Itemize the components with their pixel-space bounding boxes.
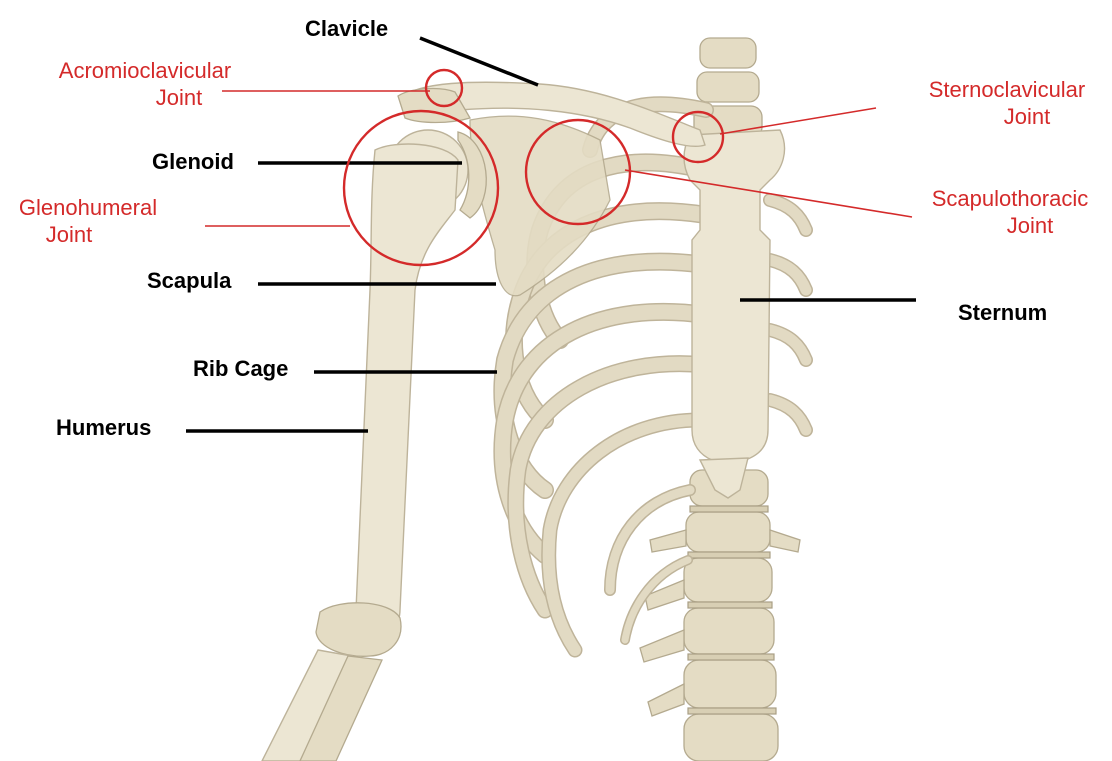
acromioclavicular-joint-label-line2: Joint — [40, 85, 250, 112]
scapulothoracic-joint-label-line1: Scapulothoracic — [912, 186, 1108, 213]
clavicle-leader-line — [420, 38, 538, 85]
acromioclavicular-joint-label: Acromioclavicular Joint — [40, 58, 250, 112]
clavicle-label: Clavicle — [305, 16, 388, 43]
rib-cage-label: Rib Cage — [193, 356, 288, 383]
sternoclavicular-joint-label: Sternoclavicular Joint — [907, 77, 1107, 131]
forearm-bones — [262, 650, 382, 761]
glenohumeral-joint-label-line1: Glenohumeral — [8, 195, 168, 222]
acromioclavicular-joint-label-line1: Acromioclavicular — [40, 58, 250, 85]
glenohumeral-joint-label-line2: Joint — [8, 222, 168, 249]
sternum-bone — [684, 130, 785, 460]
sternoclavicular-joint-label-line1: Sternoclavicular — [907, 77, 1107, 104]
glenohumeral-joint-label: Glenohumeral Joint — [8, 195, 168, 249]
scapula-label: Scapula — [147, 268, 231, 295]
sternum-label: Sternum — [958, 300, 1047, 327]
scapulothoracic-joint-label-line2: Joint — [912, 213, 1108, 240]
humerus-bone — [316, 130, 468, 656]
scapulothoracic-joint-label: Scapulothoracic Joint — [912, 186, 1108, 240]
sternoclavicular-joint-label-line2: Joint — [907, 104, 1107, 131]
humerus-label: Humerus — [56, 415, 151, 442]
glenoid-label: Glenoid — [152, 149, 234, 176]
